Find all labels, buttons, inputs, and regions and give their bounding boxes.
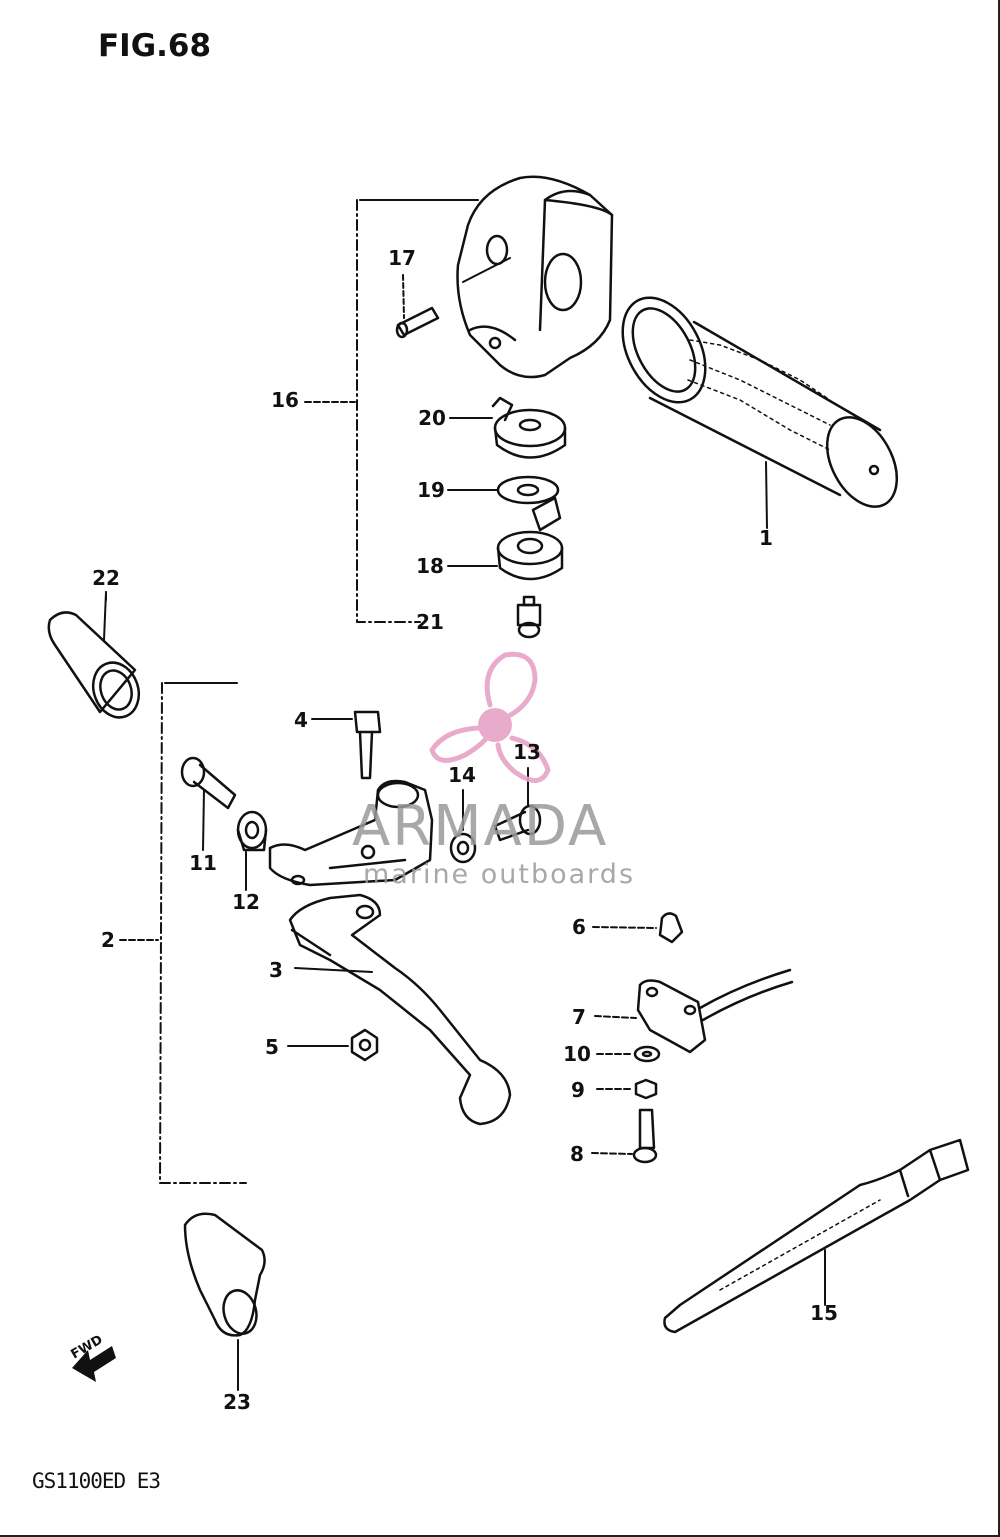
watermark-tagline: marine outboards xyxy=(363,859,636,890)
lever-bracket xyxy=(268,779,434,887)
callout-6: 6 xyxy=(572,915,586,939)
callout-9: 9 xyxy=(571,1078,585,1102)
guide-18 xyxy=(447,530,564,581)
boot-23 xyxy=(183,1212,266,1391)
nut-12 xyxy=(236,810,268,891)
screw-21 xyxy=(516,595,542,639)
callout-3: 3 xyxy=(269,958,283,982)
callout-13: 13 xyxy=(513,740,541,764)
clutch-lever xyxy=(288,893,512,1126)
callout-16: 16 xyxy=(271,388,299,412)
callout-19: 19 xyxy=(417,478,445,502)
bracket-2 xyxy=(119,682,247,1184)
bolt-4 xyxy=(311,710,382,780)
washer-19 xyxy=(447,475,562,532)
callout-14: 14 xyxy=(448,763,476,787)
callout-15: 15 xyxy=(810,1301,838,1325)
nut-5 xyxy=(287,1028,379,1062)
screw-8 xyxy=(591,1108,658,1164)
figure-label: FIG.68 xyxy=(98,28,212,64)
callout-4: 4 xyxy=(294,708,308,732)
callout-23: 23 xyxy=(223,1390,251,1414)
washer-14 xyxy=(449,789,477,864)
callout-1: 1 xyxy=(759,526,773,550)
bracket-16 xyxy=(304,199,479,623)
callout-17: 17 xyxy=(388,246,416,270)
model-label: GS1100ED E3 xyxy=(32,1469,161,1493)
armada-propeller-icon xyxy=(429,651,551,783)
watermark-brand: ARMADA xyxy=(352,794,609,859)
callout-5: 5 xyxy=(265,1035,279,1059)
callout-8: 8 xyxy=(570,1142,584,1166)
callout-2: 2 xyxy=(101,928,115,952)
bolt-11 xyxy=(180,756,237,851)
switch-housing xyxy=(456,175,614,379)
switch-6 xyxy=(592,912,684,944)
screw-17 xyxy=(395,274,440,339)
handlebar-grip xyxy=(621,296,899,529)
fwd-arrow-icon xyxy=(72,1346,116,1382)
callout-22: 22 xyxy=(92,566,120,590)
cam-20 xyxy=(449,396,567,459)
nut-9 xyxy=(596,1078,658,1100)
callout-12: 12 xyxy=(232,890,260,914)
callout-18: 18 xyxy=(416,554,444,578)
callout-21: 21 xyxy=(416,610,444,634)
callout-7: 7 xyxy=(572,1005,586,1029)
switch-7 xyxy=(594,968,794,1054)
callout-20: 20 xyxy=(418,406,446,430)
boot-22 xyxy=(47,591,141,719)
callout-10: 10 xyxy=(563,1042,591,1066)
cable-strap-15 xyxy=(663,1138,970,1334)
screw-13 xyxy=(493,767,542,842)
washer-10 xyxy=(596,1045,661,1063)
callout-11: 11 xyxy=(189,851,217,875)
